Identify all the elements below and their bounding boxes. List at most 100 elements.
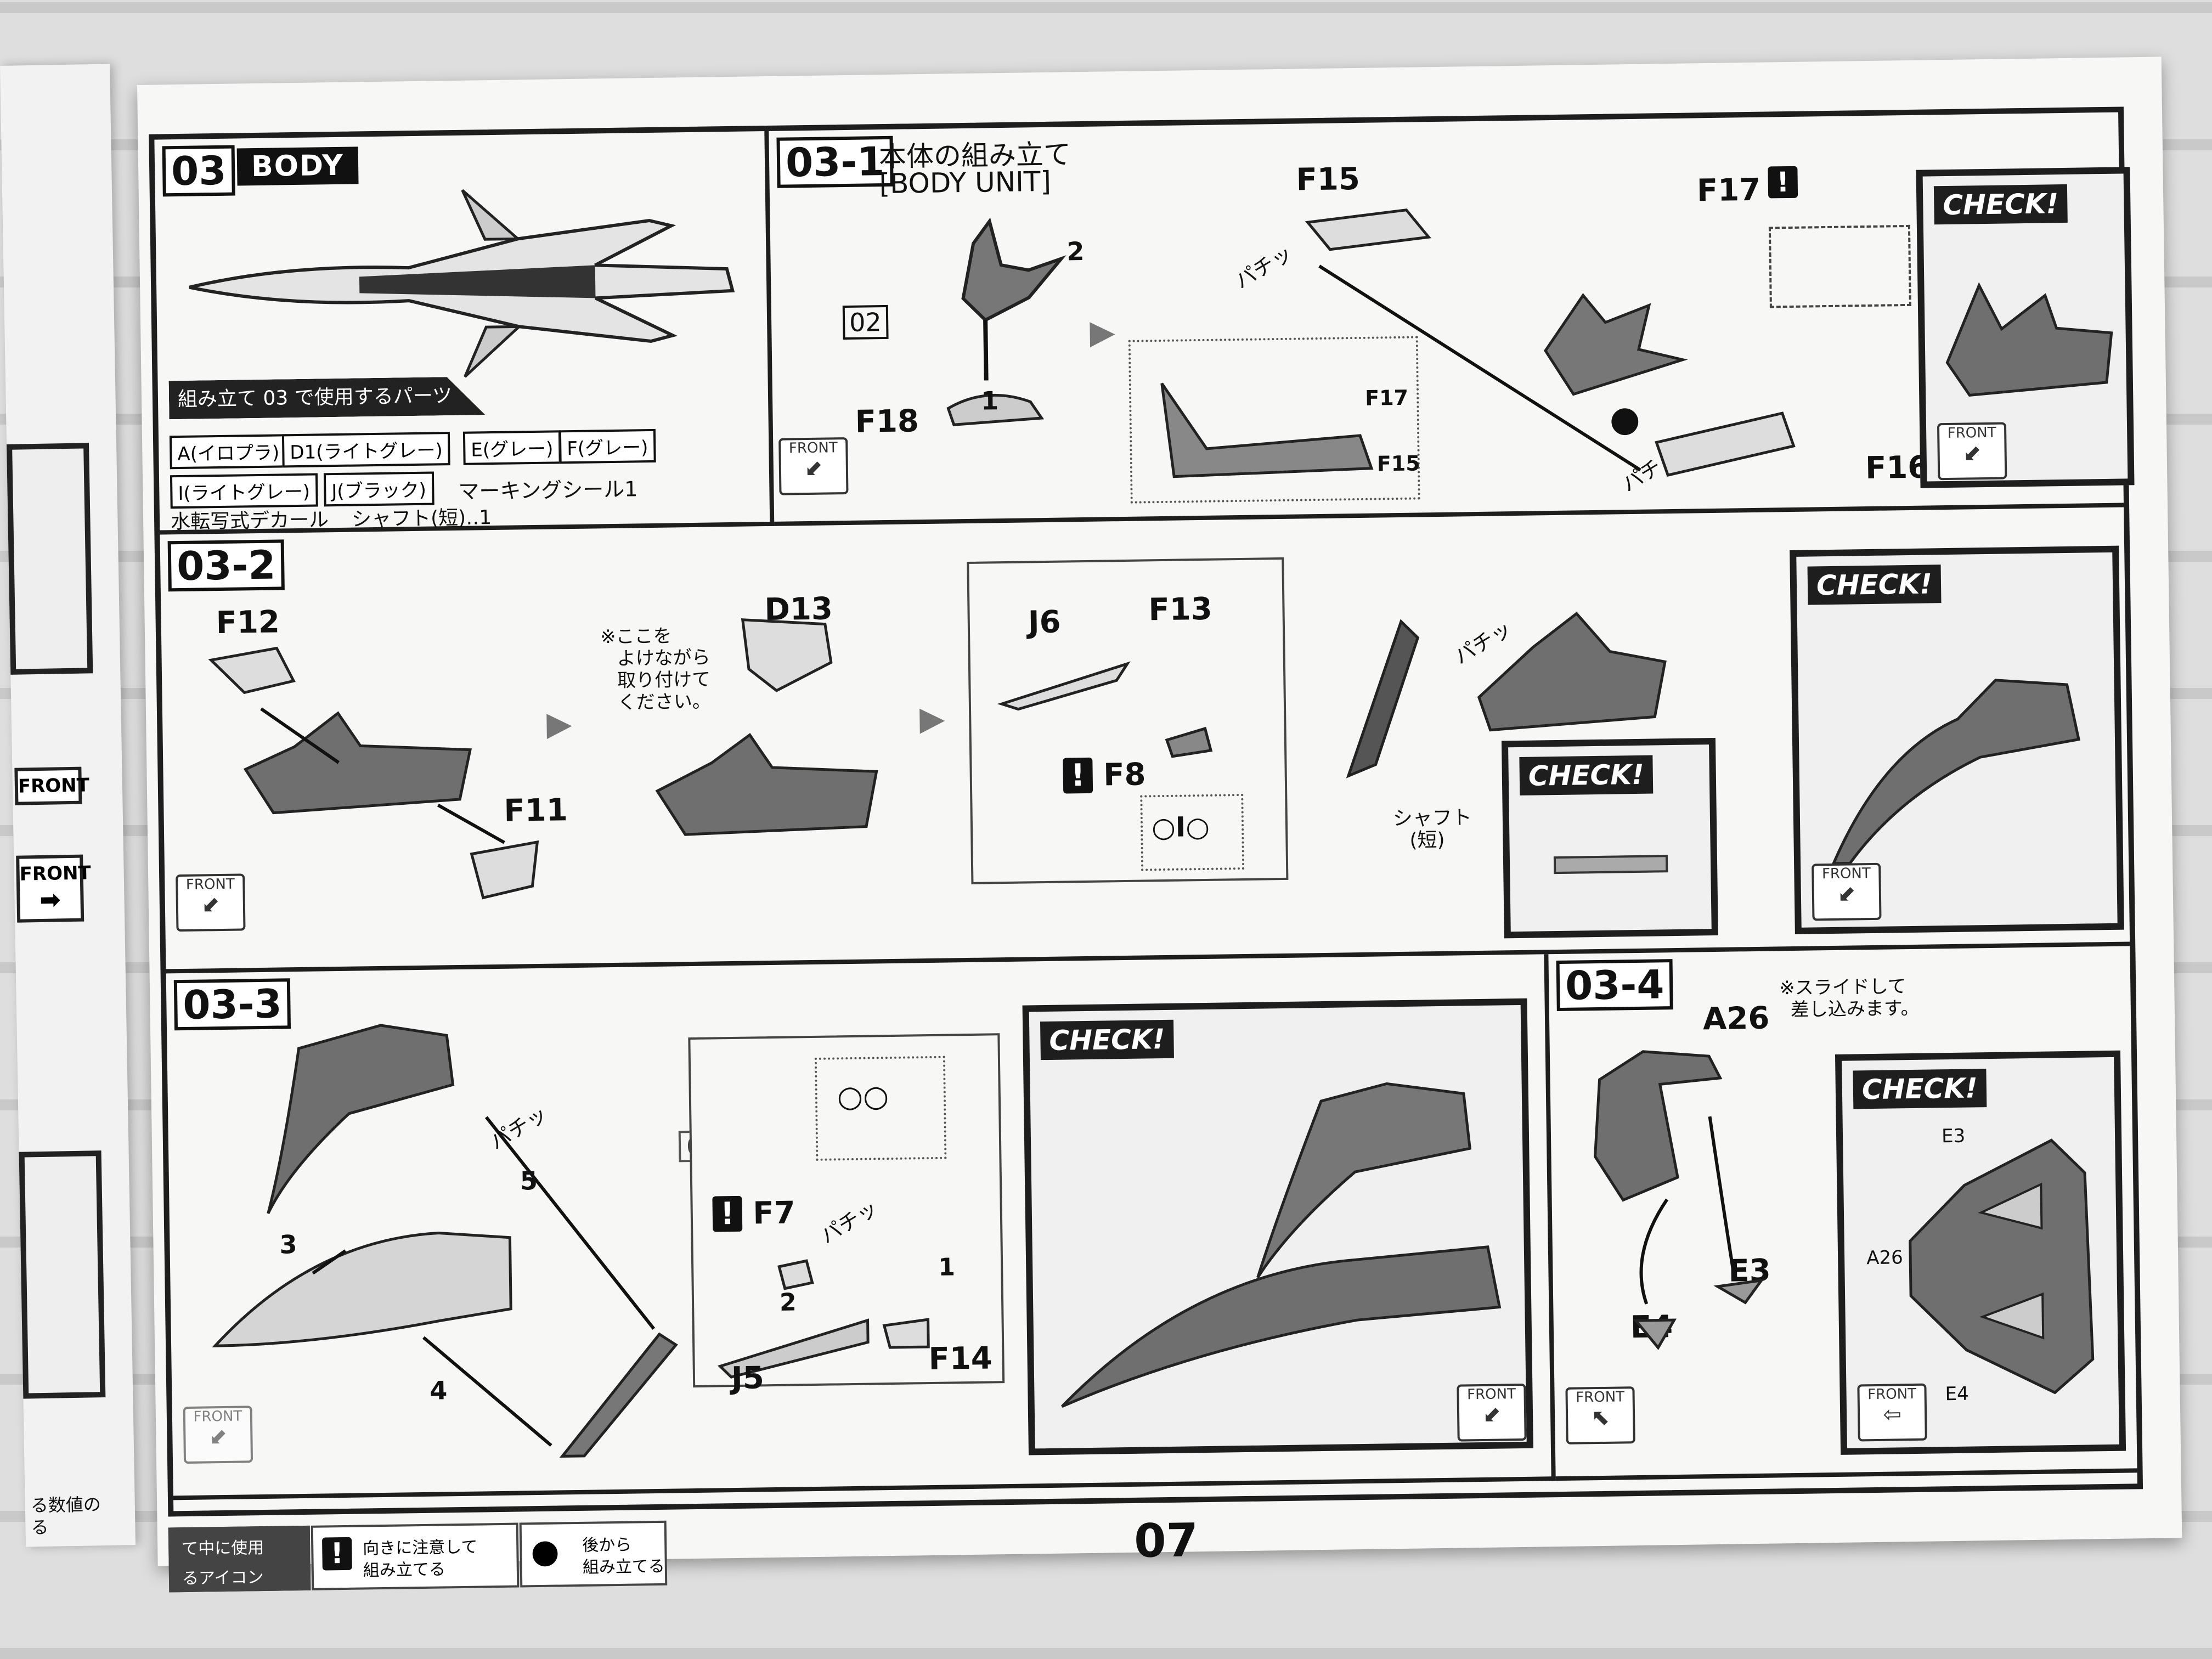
check-label-e3: E3 [1941,1125,1966,1148]
part-chip-d1: D1(ライトグレー) [281,432,451,468]
panel-03-2: 03-2 F12 F11 FRONT⬋ ▶ ※ここを よけながら 取り付けて く… [160,507,2130,974]
step-circle-4: 4 [429,1375,448,1406]
front-label: FRONT [1947,424,1996,442]
check-box-03-1: CHECK! FRONT⬋ [1916,167,2135,488]
next-arrow-icon: ▶ [546,704,572,743]
back-assembly-icon: ● [1609,398,1641,440]
jet-illustration [189,189,735,378]
sub-assembly-illustration [717,1259,930,1379]
step-number: 03-1 [776,136,894,188]
part-label-a26: A26 [1702,1000,1770,1037]
check-illustration [1061,1082,1502,1408]
assembly-illustration [1593,1050,1765,1350]
check-title: CHECK! [1853,1069,1987,1109]
check-title: CHECK! [1519,755,1654,795]
check-label-a26: A26 [1866,1246,1903,1269]
check-title: CHECK! [1040,1019,1174,1060]
shaft-inset [1768,224,1911,308]
left-cut-text-2: る [31,1516,49,1538]
panel-03-3: 03-3 01 3 4 5 パチッ FRONT⬋ ○○ ! F7 パチッ J5 [166,954,1556,1500]
marking-seal: マーキングシール1 [458,477,638,504]
part-label-f18: F18 [855,403,919,440]
next-arrow-icon: ▶ [919,699,945,738]
legend-title-line-1: て中に使用 [182,1538,264,1559]
assembly-step-1 [208,646,539,900]
part-label-02: 02 [842,304,889,340]
legend-title-line-2: るアイコン [182,1568,264,1589]
front-arrow-icon: ⬋ [208,1424,228,1450]
front-label: FRONT [1576,1389,1625,1406]
assembly-body-unit [946,217,1066,426]
part-f7-detail: ○○ [837,1079,889,1114]
front-label: FRONT [19,862,92,885]
legend-warn-line-1: 向きに注意して [363,1537,478,1559]
check-title: CHECK! [1933,184,2068,225]
parts-header-bar: 組み立て 03 で使用するパーツ [169,376,486,419]
front-label: FRONT [1867,1385,1917,1403]
note-line-2: 差し込みます。 [1790,997,1920,1022]
instruction-page: 03 BODY 組み立て 03 で使用するパーツ A(イロプラ) D1(ライトグ… [137,57,2182,1593]
legend-title: て中に使用 るアイコン [168,1525,311,1593]
front-badge: FRONT⬋ [183,1406,253,1464]
step-number: 03-4 [1556,959,1673,1012]
front-label: FRONT [18,774,90,798]
icon-legend: て中に使用 るアイコン ! 向きに注意して 組み立てる ● 後から 組み立てる [168,1519,828,1594]
front-badge: FRONT⬋ [1457,1383,1527,1442]
page-frame: 03 BODY 組み立て 03 で使用するパーツ A(イロプラ) D1(ライトグ… [149,106,2143,1517]
check-box-shaft: CHECK! [1501,737,1718,939]
part-label-j5: J5 [731,1360,765,1397]
front-arrow-icon: ⬉ [1591,1404,1610,1431]
check-box-03-3: CHECK! FRONT⬋ [1022,998,1533,1455]
assembly-step-2 [655,618,878,836]
front-badge: FRONT⬋ [176,873,246,932]
parts-header-text: 組み立て 03 で使用するパーツ [177,385,453,411]
front-arrow-icon: ⬋ [201,892,220,918]
step-number: 03-2 [167,539,285,592]
panel-03-1: 03-1 本体の組み立て [BODY UNIT] 02 F18 1 2 FRON… [769,112,2135,526]
check-box-03-4: CHECK! E3 A26 E4 FRONT⇦ [1835,1050,2126,1455]
snap-text-1: パチッ [1231,240,1297,294]
front-badge: FRONT⇦ [1857,1383,1927,1442]
step-circle-1: 1 [938,1253,956,1282]
next-arrow-icon: ▶ [1089,313,1116,352]
legend-back-line-2: 組み立てる [582,1556,665,1577]
left-front-badge-1: FRONT [14,766,89,805]
shaft-sub-label: (短) [1409,828,1445,852]
step-circle-3: 3 [279,1229,297,1260]
front-arrow-icon: ⬋ [804,455,823,482]
left-page-box-2 [19,1150,106,1399]
warning-icon: ! [321,1537,352,1571]
front-arrow-icon: ⬋ [1482,1402,1502,1427]
step-circle-2: 2 [1066,236,1085,266]
detail-illustration [1160,382,1374,478]
panel-03-4: 03-4 ※スライドして 差し込みます。 A26 E3 E4 FRONT⬉ CH… [1548,946,2137,1481]
part-label-f13: F13 [1148,591,1213,628]
legend-warn: ! 向きに注意して 組み立てる [311,1522,520,1590]
front-label: FRONT [193,1408,242,1425]
left-front-badge-2: FRONT [16,854,91,923]
front-badge: FRONT⬋ [778,437,849,495]
front-arrow-icon: ⬋ [1962,441,1982,466]
main-assembly-illustration [1305,208,1796,477]
front-arrow-icon: ⬋ [1837,881,1856,907]
part-label-f7: ! F7 [712,1195,795,1232]
assembly-step-4 [1346,612,1667,778]
part-label-f14: F14 [928,1340,993,1378]
part-chip-i: I(ライトグレー) [170,473,318,509]
step-circle-2: 2 [779,1288,797,1317]
back-assembly-icon: ● [530,1532,560,1571]
shaft-part [1553,855,1668,874]
check-illustration [1909,1138,2095,1395]
decal-label: 水転写式デカール [170,509,329,534]
check-title: CHECK! [1807,565,1942,605]
check-illustration [1945,282,2113,397]
front-badge: FRONT⬋ [1812,862,1882,921]
part-chip-f: F(グレー) [558,428,656,464]
step-circle-1: 1 [981,386,999,415]
part-label-f7-text: F7 [752,1195,795,1232]
front-arrow-icon: ⇦ [1883,1402,1902,1427]
part-f8-detail: ○I○ [1151,810,1210,844]
part-chip-a: A(イロプラ) [169,434,287,470]
step-num: 1 [980,386,999,416]
legend-back-line-1: 後から [582,1535,632,1555]
